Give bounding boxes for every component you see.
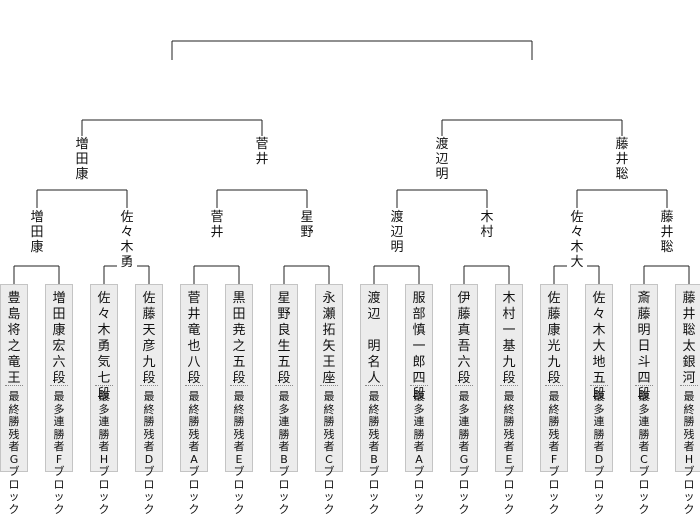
player-name: 藤井聡太銀河 — [682, 291, 696, 386]
card-divider — [95, 385, 113, 386]
player-name: 木村一基九段 — [502, 291, 516, 386]
player-name: 斎藤明日斗四段 — [637, 291, 651, 402]
player-name: 渡辺 明名人 — [367, 291, 381, 386]
semifinalist-label: 増田康 — [72, 137, 92, 182]
card-divider — [455, 385, 473, 386]
card-divider — [320, 385, 338, 386]
player-name: 永瀬拓矢王座 — [322, 291, 336, 386]
player-name: 佐々木勇気七段 — [97, 291, 111, 402]
quarterfinalist-label: 佐々木勇 — [117, 210, 137, 270]
card-divider — [500, 385, 518, 386]
player-name: 菅井竜也八段 — [187, 291, 201, 386]
card-divider — [230, 385, 248, 386]
card-divider — [680, 385, 698, 386]
semifinalist-label: 菅井 — [252, 137, 272, 167]
card-divider — [410, 385, 428, 386]
player-name: 佐藤康光九段 — [547, 291, 561, 386]
quarterfinalist-label: 木村 — [477, 210, 497, 240]
player-name: 佐々木大地五段 — [592, 291, 606, 402]
card-divider — [50, 385, 68, 386]
card-divider — [275, 385, 293, 386]
quarterfinalist-label: 藤井聡 — [657, 210, 677, 255]
player-name: 増田康宏六段 — [52, 291, 66, 386]
tournament-bracket: 増田康菅井渡辺明藤井聡増田康佐々木勇菅井星野渡辺明木村佐々木大藤井聡豊島将之竜王… — [0, 40, 700, 515]
semifinalist-label: 藤井聡 — [612, 137, 632, 182]
quarterfinalist-label: 菅井 — [207, 210, 227, 240]
player-name: 豊島将之竜王 — [7, 291, 21, 386]
card-divider — [545, 385, 563, 386]
semifinalist-label: 渡辺明 — [432, 137, 452, 182]
player-name: 黒田尭之五段 — [232, 291, 246, 386]
player-name: 伊藤真吾六段 — [457, 291, 471, 386]
player-name: 星野良生五段 — [277, 291, 291, 386]
card-divider — [365, 385, 383, 386]
card-divider — [590, 385, 608, 386]
card-divider — [635, 385, 653, 386]
quarterfinalist-label: 増田康 — [27, 210, 47, 255]
quarterfinalist-label: 渡辺明 — [387, 210, 407, 255]
card-divider — [5, 385, 23, 386]
quarterfinalist-label: 星野 — [297, 210, 317, 240]
quarterfinalist-label: 佐々木大 — [567, 210, 587, 270]
card-divider — [185, 385, 203, 386]
player-name: 服部慎一郎四段 — [412, 291, 426, 402]
player-name: 佐藤天彦九段 — [142, 291, 156, 386]
card-divider — [140, 385, 158, 386]
